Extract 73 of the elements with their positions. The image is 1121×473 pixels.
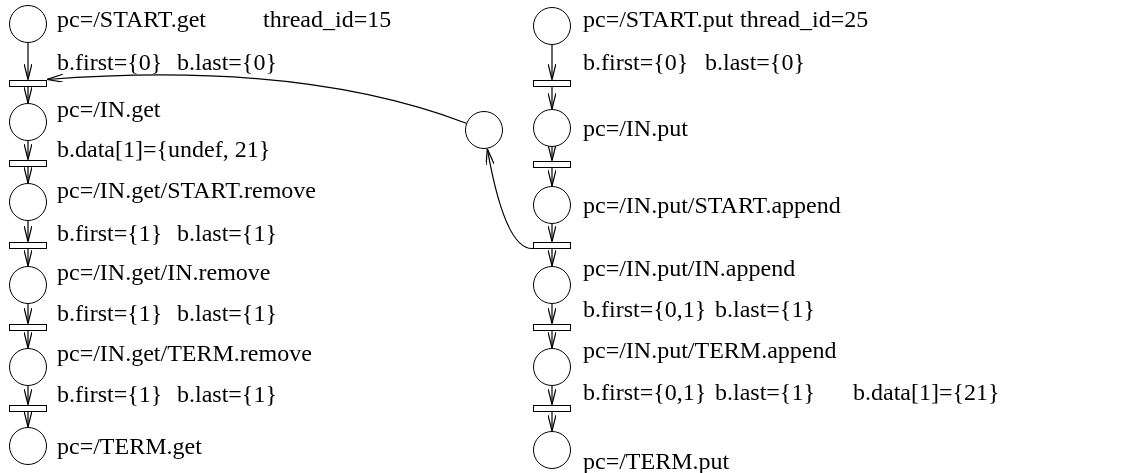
arrow	[547, 385, 557, 406]
arrow	[547, 303, 557, 325]
arrow	[547, 329, 557, 349]
state-label: b.data[1]={21}	[853, 378, 1000, 406]
place-circle	[9, 348, 47, 386]
transition-bar	[533, 241, 571, 249]
state-label: b.first={0,1}	[583, 378, 707, 406]
place-circle	[9, 266, 47, 304]
arrow	[547, 410, 557, 432]
transition-bar	[9, 159, 47, 167]
state-label: pc=/IN.get/TERM.remove	[57, 339, 312, 367]
state-label: pc=/START.get	[57, 5, 207, 33]
place-circle	[9, 5, 47, 43]
transition-bar	[533, 323, 571, 331]
arrow	[485, 148, 534, 250]
arrow	[23, 220, 33, 243]
arrow	[23, 247, 33, 267]
arrow	[23, 410, 33, 428]
arrow	[23, 42, 33, 81]
place-circle	[9, 427, 47, 465]
transition-bar	[9, 404, 47, 412]
state-label: pc=/IN.put/IN.append	[583, 254, 796, 282]
state-label: pc=/TERM.get	[57, 432, 202, 460]
place-circle	[9, 103, 47, 141]
place-circle	[533, 7, 571, 45]
transition-bar	[533, 160, 571, 168]
transition-bar	[533, 404, 571, 412]
state-label: b.last={1}	[715, 378, 815, 406]
state-label: pc=/IN.put/TERM.append	[583, 336, 837, 364]
state-label: b.last={1}	[715, 295, 815, 323]
arrow	[547, 247, 557, 267]
state-label: b.first={0}	[57, 48, 163, 76]
state-label: thread_id=25	[740, 5, 869, 33]
transition-bar	[9, 323, 47, 331]
state-label: b.first={1}	[57, 380, 163, 408]
transition-bar	[9, 79, 47, 87]
arrow	[23, 85, 33, 104]
state-label: pc=/IN.get	[57, 95, 161, 123]
place-circle	[533, 348, 571, 386]
place-circle	[533, 186, 571, 224]
state-label: b.first={1}	[57, 299, 163, 327]
place-circle	[533, 266, 571, 304]
transition-bar	[9, 241, 47, 249]
state-label: pc=/IN.put/START.append	[583, 191, 841, 219]
state-label: b.last={1}	[177, 219, 277, 247]
place-circle	[533, 431, 571, 469]
state-label: b.data[1]={undef, 21}	[57, 135, 271, 163]
arrow	[23, 140, 33, 161]
state-label: b.last={0}	[177, 48, 277, 76]
state-label: b.last={1}	[177, 299, 277, 327]
arrow	[23, 385, 33, 406]
place-circle	[9, 183, 47, 221]
arrow	[23, 303, 33, 325]
arrow	[46, 73, 467, 124]
place-circle	[533, 109, 571, 147]
arrow	[547, 85, 557, 110]
state-label: thread_id=15	[263, 5, 392, 33]
transition-bar	[533, 79, 571, 87]
state-label: b.first={0}	[583, 48, 689, 76]
state-label: b.first={0,1}	[583, 295, 707, 323]
arrow	[547, 223, 557, 243]
arrow	[547, 44, 557, 81]
state-label: b.last={0}	[705, 48, 805, 76]
state-label: b.last={1}	[177, 380, 277, 408]
arrow	[23, 165, 33, 184]
arrow	[547, 166, 557, 187]
state-label: pc=/START.put	[583, 5, 734, 33]
state-label: pc=/IN.get/IN.remove	[57, 258, 271, 286]
arrow	[23, 329, 33, 349]
state-label: pc=/IN.get/START.remove	[57, 176, 316, 204]
state-label: pc=/IN.put	[583, 114, 688, 142]
place-circle	[465, 111, 503, 149]
state-label: b.first={1}	[57, 219, 163, 247]
